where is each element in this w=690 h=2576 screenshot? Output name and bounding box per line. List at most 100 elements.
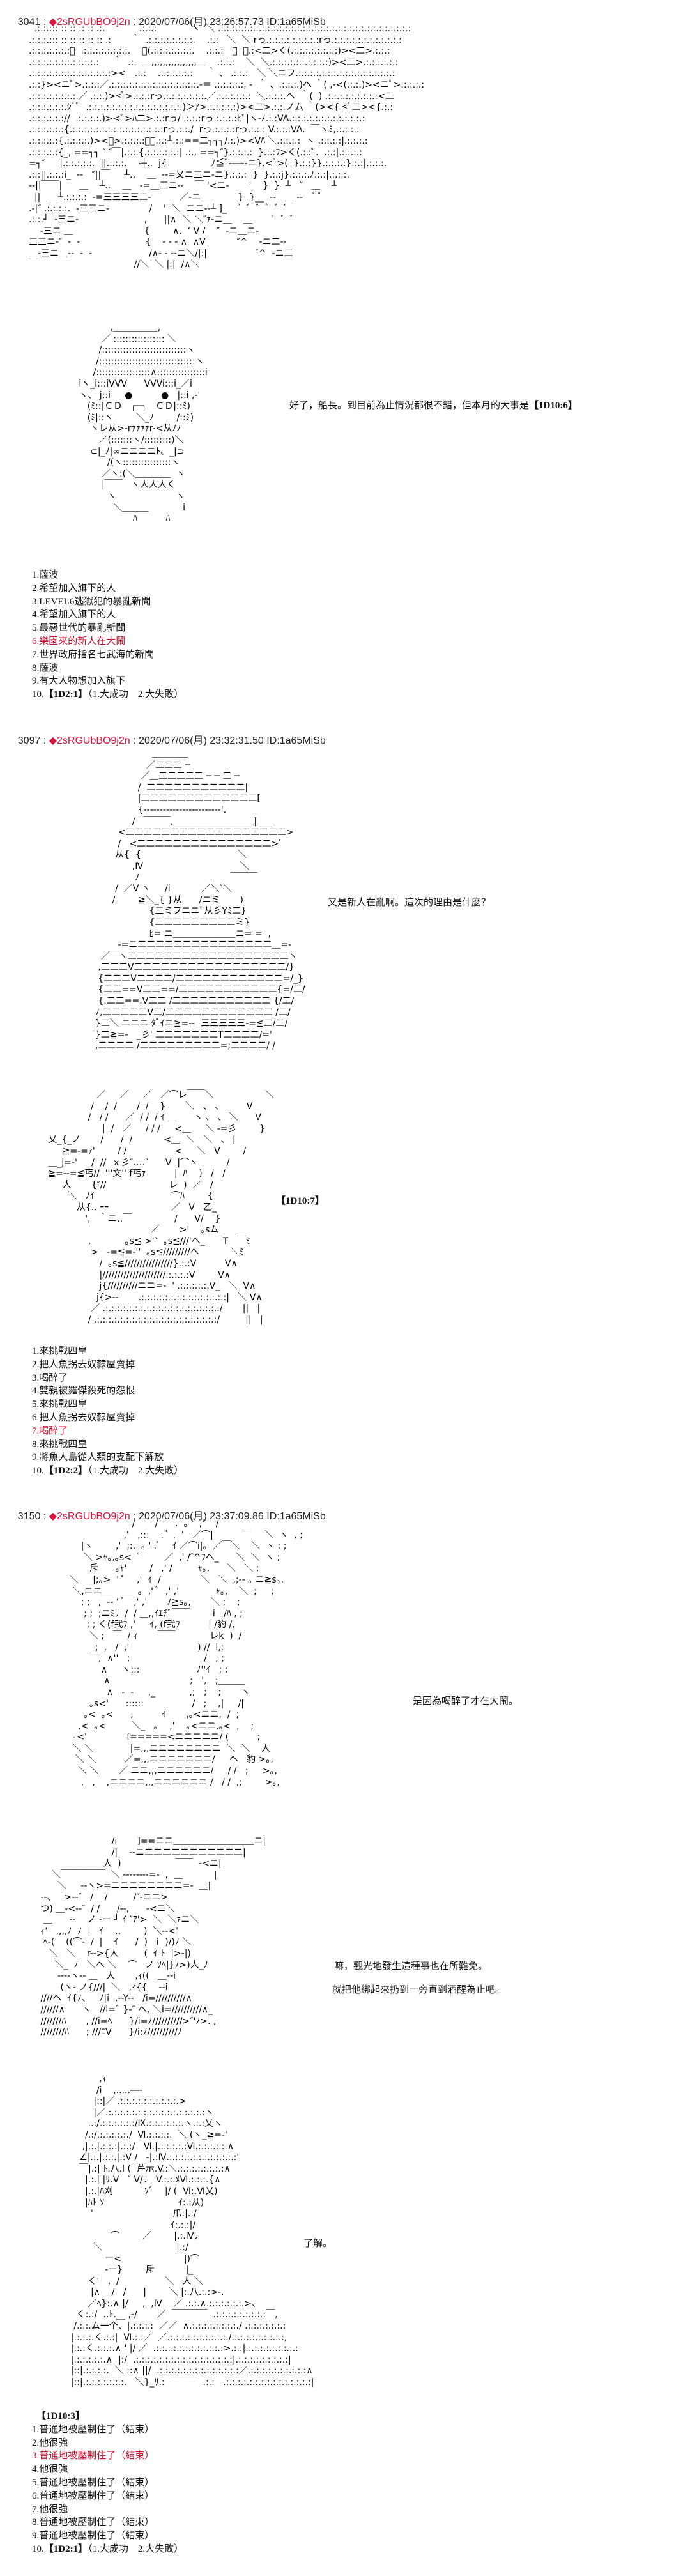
choice-item-highlighted: 7.喝醉了 (32, 1425, 183, 1438)
choice-item: 2.他很強 (32, 2437, 183, 2450)
separator: : (130, 735, 139, 746)
poster-trip: ◆2sRGUbBO9j2n (49, 735, 130, 746)
poster-id: ID:1a65MiSb (263, 17, 326, 27)
choice-number: 7. (32, 1425, 40, 1436)
dialogue-text: 好了，船長。到目前為止情況都很不錯，但本月的大事是 (289, 401, 530, 411)
choice-text: （1.大成功 2.大失敗） (88, 1466, 184, 1476)
choice-item: 5.來挑戰四皇 (32, 1398, 183, 1411)
choice-text: 普通地被壓制住了（結束） (39, 2531, 155, 2542)
choice-text: 將魚人島從人類的支配下解放 (39, 1452, 164, 1463)
dice-result: 【1D2:2】 (43, 1466, 88, 1476)
choice-text: 來挑戰四皇 (39, 1399, 88, 1410)
ascii-art-scene: /i ]==ニニ＿＿＿＿＿＿＿＿＿ニ| /| ‐-ニ二二二二二二二二二二二| 人… (40, 1836, 266, 2038)
choice-number: 2. (32, 1359, 40, 1370)
choice-item: 1.薩波 (32, 569, 183, 582)
choice-item: 3.LEVEL6逃獄犯的暴亂新聞 (32, 595, 183, 609)
choice-item: 3.喝醉了 (32, 1372, 183, 1385)
post-datetime: 2020/07/06(月) 23:26:57.73 (139, 17, 264, 27)
post-number-link[interactable]: 3150 (17, 1511, 41, 1522)
choice-text: 來挑戰四皇 (39, 1346, 88, 1356)
choice-text: 喝醉了 (39, 1425, 68, 1436)
choice-number: 5. (32, 1399, 40, 1410)
choice-number: 4. (32, 610, 40, 620)
separator: : (40, 17, 49, 27)
choice-number: 6. (32, 1412, 40, 1423)
choice-number: 4. (32, 1386, 40, 1397)
post-datetime: 2020/07/06(月) 23:37:09.86 (139, 1511, 264, 1522)
poster-trip: ◆2sRGUbBO9j2n (49, 17, 130, 27)
choice-text: 希望加入旗下的人 (39, 583, 116, 594)
ascii-art-landscape: .:.:.::: :: :: :: :: .:. .:.:.: ｀ ヽ ＼ .:… (29, 24, 425, 270)
choice-number: 8. (32, 2517, 40, 2528)
choice-item: 6.普通地被壓制住了（結束） (32, 2490, 183, 2503)
poster-id: ID:1a65MiSb (263, 1511, 326, 1522)
choice-item: 10.【1D2:2】（1.大成功 2.大失敗） (32, 1464, 183, 1478)
dialogue-line: 又是新人在亂啊。這次的理由是什麼？ (328, 898, 491, 908)
post-number-link[interactable]: 3041 (17, 17, 41, 27)
choice-number: 9. (32, 2531, 40, 2542)
choice-text: 他很強 (39, 2437, 68, 2448)
choice-item: 1.來挑戰四皇 (32, 1345, 183, 1358)
choice-list: 【1D10:3】 1.普通地被壓制住了（結束） 2.他很強 3.普通地被壓制住了… (32, 2410, 183, 2556)
choice-text: 普通地被壓制住了（結束） (39, 2424, 155, 2435)
post-header: 3097 : ◆2sRGUbBO9j2n : 2020/07/06(月) 23:… (6, 724, 326, 746)
choice-number: 2. (32, 2437, 40, 2448)
choice-number: 10. (32, 1466, 44, 1476)
choice-text: （1.大成功 2.大失敗） (88, 2543, 184, 2554)
choice-item: 4.他很強 (32, 2463, 183, 2476)
choice-item: 8.來挑戰四皇 (32, 1438, 183, 1452)
ascii-art-hat-man: ＿＿＿＿ ／二二二 ─ ＿＿＿＿ ／＿二二二二二 ─ ─ 二 ─ / 二二二二二… (95, 749, 305, 1052)
choice-number: 6. (32, 2490, 40, 2501)
post-number-link[interactable]: 3097 (17, 735, 41, 746)
choice-text: 把人魚拐去奴隸屋賣掉 (39, 1412, 135, 1423)
dialogue-line: 嘛，觀光地發生這種事也在所難免。 (334, 1961, 488, 1972)
choice-text: 普通地被壓制住了（結束） (39, 2517, 155, 2528)
ascii-art-character: ,＿＿＿＿＿, ／ ::::::::::::::::: ＼ /:::::::::… (79, 323, 208, 525)
choice-text: 喝醉了 (39, 1372, 68, 1383)
choice-item: 8.薩波 (32, 662, 183, 675)
choice-number: 3. (32, 2451, 40, 2462)
choice-number: 9. (32, 676, 40, 687)
dice-result: 【1D2:1】 (43, 2543, 88, 2554)
choice-text: 薩波 (39, 570, 59, 580)
choice-item: 10.【1D2:1】（1.大成功 2.大失敗） (32, 688, 183, 702)
separator: : (40, 735, 49, 746)
choice-number: 4. (32, 2464, 40, 2475)
choice-number: 7. (32, 649, 40, 660)
choice-text: 來挑戰四皇 (39, 1439, 88, 1450)
separator: : (130, 17, 139, 27)
choice-item-highlighted: 6.樂園來的新人在大鬧 (32, 635, 183, 648)
ascii-art-face: / / . ｡ ' ,' / ,' ,::: . ﾟ . ' ／⌒| ￣ ＼ ヽ… (69, 1519, 303, 1788)
choice-item-highlighted: 3.普通地被壓制住了（結束） (32, 2450, 183, 2463)
post-header: 3041 : ◆2sRGUbBO9j2n : 2020/07/06(月) 23:… (6, 5, 326, 27)
dice-result: 【1D2:1】 (43, 689, 88, 700)
poster-id: ID:1a65MiSb (263, 735, 326, 746)
choice-text: 他很強 (39, 2504, 68, 2515)
choice-item: 4.雙親被羅傑殺死的怨恨 (32, 1384, 183, 1398)
choice-number: 2. (32, 583, 40, 594)
separator: : (40, 1511, 49, 1522)
choice-item: 5.普通地被壓制住了（結束） (32, 2476, 183, 2490)
poster-trip: ◆2sRGUbBO9j2n (49, 1511, 130, 1522)
choice-text: LEVEL6逃獄犯的暴亂新聞 (39, 596, 151, 607)
choice-text: （1.大成功 2.大失敗） (88, 689, 184, 700)
choice-text: 希望加入旗下的人 (39, 610, 116, 620)
choice-item: 1.普通地被壓制住了（結束） (32, 2423, 183, 2437)
choice-text: 世界政府指名七武海的新聞 (39, 649, 155, 660)
choice-item: 4.希望加入旗下的人 (32, 608, 183, 622)
choice-number: 1. (32, 2424, 40, 2435)
choice-text: 雙親被羅傑殺死的怨恨 (39, 1386, 135, 1397)
choice-text: 有大人物想加入旗下 (39, 676, 126, 687)
choice-list: 1.薩波 2.希望加入旗下的人 3.LEVEL6逃獄犯的暴亂新聞 4.希望加入旗… (32, 569, 183, 702)
choice-text: 薩波 (39, 663, 59, 673)
choice-number: 8. (32, 663, 40, 673)
dialogue-line: 了解。 (303, 2239, 333, 2249)
choice-number: 10. (32, 2543, 44, 2554)
choice-number: 9. (32, 1452, 40, 1463)
choice-item: 9.普通地被壓制住了（結束） (32, 2529, 183, 2543)
choice-item: 7.他很強 (32, 2503, 183, 2517)
dice-result: 【1D10:6】 (529, 401, 578, 411)
choice-item: 10.【1D2:1】（1.大成功 2.大失敗） (32, 2543, 183, 2556)
choice-number: 5. (32, 623, 40, 634)
